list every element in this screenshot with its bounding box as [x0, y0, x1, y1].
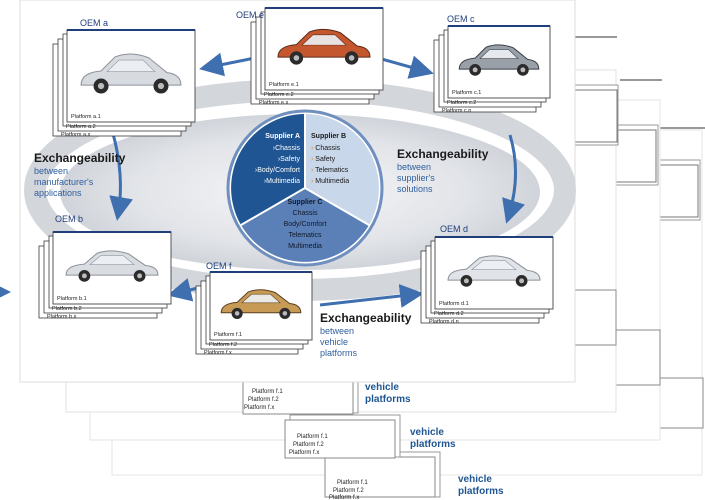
echo-platforms-3: platforms [410, 439, 456, 450]
oem-title-d: OEM d [440, 224, 468, 234]
supplier-c-item-4: Multimedia [288, 243, 322, 250]
supplier-b-item-4: › Multimedia [311, 178, 349, 185]
exchangeability-left: Exchangeability between manufacturer's a… [34, 151, 126, 198]
exchangeability-bottom-line-2: vehicle [320, 337, 348, 347]
supplier-c-item-1: Chassis [293, 210, 318, 217]
exchangeability-right-line-1: between [397, 162, 431, 172]
echo-platform-2-2: Platform f.2 [248, 397, 279, 403]
supplier-b-item-3: › Telematics [311, 167, 349, 174]
supplier-b-item-2: › Safety [311, 156, 336, 163]
car-illustration [80, 53, 182, 94]
platform-label-e-3: Platform e.x [259, 100, 289, 106]
platform-label-b-1: Platform b.1 [57, 296, 87, 302]
car-illustration [458, 44, 540, 76]
echo-platform-2-3: Platform f.x [244, 405, 274, 411]
supplier-a-item-4: ›Multimedia [264, 178, 300, 185]
arrow-f-to-b [167, 278, 199, 302]
exchangeability-left-line-1: between [34, 166, 68, 176]
platform-label-c-3: Platform c.n [442, 108, 471, 114]
supplier-wheel: Supplier A ›Chassis ›Safety ›Body/Comfor… [226, 109, 384, 267]
supplier-a-item-2: ›Safety [278, 156, 301, 163]
oem-title-e: OEM e [236, 10, 264, 20]
platform-label-f-3: Platform f.x [204, 350, 232, 356]
platform-label-c-1: Platform c.1 [452, 90, 481, 96]
exchangeability-bottom-title: Exchangeability [320, 311, 412, 325]
car-illustration [220, 289, 302, 319]
arrow-a-to-b [109, 129, 133, 221]
exchangeability-left-line-3: applications [34, 188, 82, 198]
arrow-f-to-d [319, 284, 424, 308]
echo-platforms-4: platforms [458, 486, 504, 497]
exchangeability-right: Exchangeability between supplier's solut… [397, 147, 489, 194]
supplier-c-title: Supplier C [287, 199, 322, 206]
oem-title-b: OEM b [55, 214, 83, 224]
echo-platforms-2: platforms [365, 394, 411, 405]
platform-label-f-1: Platform f.1 [214, 332, 242, 338]
car-illustration [277, 28, 371, 65]
exchangeability-bottom-line-3: platforms [320, 348, 358, 358]
exchangeability-left-line-2: manufacturer's [34, 177, 94, 187]
platform-label-c-2: Platform c.2 [447, 100, 476, 106]
main-slide: Supplier A ›Chassis ›Safety ›Body/Comfor… [0, 0, 576, 383]
supplier-a-item-3: ›Body/Comfort [255, 167, 300, 174]
oem-title-f: OEM f [206, 261, 232, 271]
platform-label-d-2: Platform d.2 [434, 311, 464, 317]
echo-platform-2-1: Platform f.1 [252, 389, 283, 395]
platform-label-e-2: Platform e.2 [264, 92, 294, 98]
platform-label-a-1: Platform a.1 [71, 114, 101, 120]
echo-vehicle-2: vehicle [365, 382, 399, 393]
echo-platform-3-1: Platform f.1 [297, 434, 328, 440]
supplier-c-slice [241, 188, 369, 262]
platform-label-f-2: Platform f.2 [209, 342, 237, 348]
platform-label-b-2: Platform b.2 [52, 306, 82, 312]
echo-platform-4-1: Platform f.1 [337, 480, 368, 486]
arrow-e-to-c [377, 55, 434, 79]
arrow-e-to-a [199, 52, 256, 77]
supplier-c-item-2: Body/Comfort [284, 221, 327, 228]
exchangeability-bottom-line-1: between [320, 326, 354, 336]
echo-platform-3-2: Platform f.2 [293, 442, 324, 448]
echo-platform-4-3: Platform f.x [329, 495, 359, 500]
car-illustration [447, 255, 541, 287]
exchangeability-right-line-2: supplier's [397, 173, 435, 183]
echo-vehicle-3: vehicle [410, 427, 444, 438]
supplier-b-item-1: › Chassis [311, 145, 341, 152]
exchangeability-bottom: Exchangeability between vehicle platform… [320, 311, 412, 358]
echo-vehicle-4: vehicle [458, 474, 492, 485]
arrow-c-to-d [502, 134, 525, 224]
platform-label-a-3: Platform a.x [61, 132, 91, 138]
echo-platform-4-2: Platform f.2 [333, 488, 364, 494]
supplier-a-title: Supplier A [265, 133, 300, 140]
supplier-a-slice [231, 114, 305, 225]
platform-label-d-3: Platform d.n [429, 319, 459, 325]
exchangeability-right-title: Exchangeability [397, 147, 489, 161]
oem-title-a: OEM a [80, 18, 108, 28]
oem-title-c: OEM c [447, 14, 475, 24]
supplier-b-title: Supplier B [311, 133, 346, 140]
platform-label-e-1: Platform e.1 [269, 82, 299, 88]
echo-platform-3-3: Platform f.x [289, 450, 319, 456]
supplier-a-item-1: ›Chassis [273, 145, 301, 152]
supplier-b-slice [305, 114, 379, 225]
exchangeability-right-line-3: solutions [397, 184, 433, 194]
platform-label-d-1: Platform d.1 [439, 301, 469, 307]
supplier-c-item-3: Telematics [288, 232, 322, 239]
car-illustration [65, 250, 159, 282]
cycle-arrows [0, 52, 525, 308]
exchangeability-left-title: Exchangeability [34, 151, 126, 165]
platform-label-b-3: Platform b.x [47, 314, 77, 320]
platform-label-a-2: Platform a.2 [66, 124, 96, 130]
